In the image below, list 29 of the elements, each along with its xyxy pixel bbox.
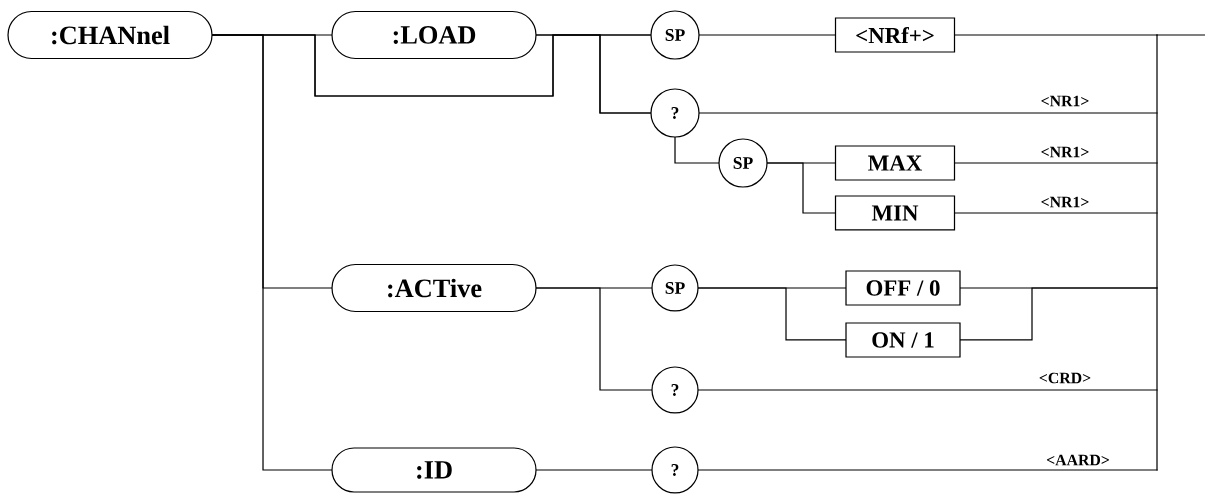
command-box: :LOAD [331, 10, 537, 60]
connector-line [698, 287, 846, 341]
connector-line [674, 137, 719, 164]
connector-line [536, 469, 652, 471]
connector-line [536, 34, 651, 114]
connector-line [954, 212, 1158, 214]
command-box: :CHANnel [7, 10, 213, 60]
parameter-box: OFF / 0 [845, 270, 961, 306]
connector-line [954, 162, 1158, 164]
connector-line [954, 34, 1158, 36]
connector-line [698, 469, 1158, 471]
parameter-box: MAX [834, 145, 956, 181]
connector-line [699, 34, 836, 36]
connector-line [212, 34, 332, 471]
connector-line [699, 112, 1158, 114]
edge-label: <NR1> [1038, 195, 1092, 209]
parameter-box: <NRf+> [834, 17, 956, 53]
connector-line [960, 287, 1158, 341]
parameter-box: ON / 1 [845, 322, 961, 358]
edge-label: <NR1> [1038, 145, 1092, 159]
connector-line [698, 389, 1158, 391]
command-box: :ID [331, 447, 537, 493]
parameter-box: MIN [834, 195, 956, 231]
edge-label: <AARD> [1044, 453, 1112, 467]
edge-label: <NR1> [1038, 94, 1092, 108]
command-box: :ACTive [331, 263, 537, 313]
connector-line [536, 287, 652, 391]
edge-label: <CRD> [1037, 370, 1093, 386]
connector-line [767, 162, 836, 214]
